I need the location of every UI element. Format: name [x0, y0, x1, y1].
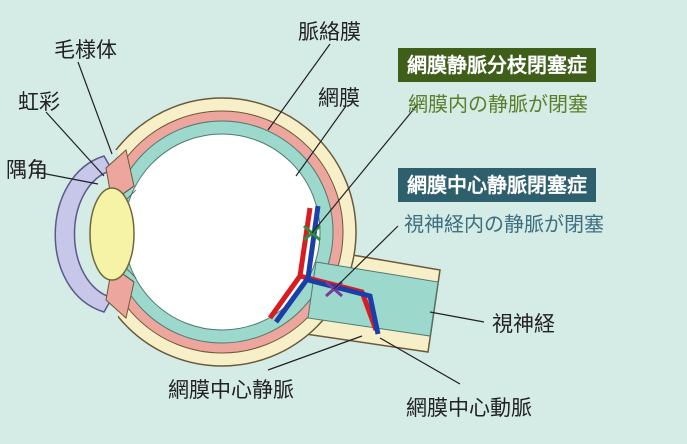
condition-desc-central: 視神経内の静脈が閉塞 [404, 212, 604, 236]
condition-desc-branch: 網膜内の静脈が閉塞 [408, 92, 588, 116]
label-choroid: 脈絡膜 [298, 20, 361, 44]
cornea [54, 155, 114, 313]
label-optic-nerve: 視神経 [492, 312, 555, 336]
label-retina: 網膜 [318, 86, 360, 110]
label-iris: 虹彩 [18, 90, 60, 114]
lens [89, 187, 135, 281]
condition-box-branch: 網膜静脈分枝閉塞症 [398, 48, 596, 82]
condition-box-central: 網膜中心静脈閉塞症 [398, 168, 596, 202]
leader-lines [35, 43, 485, 385]
label-ciliary-body: 毛様体 [54, 38, 117, 62]
label-central-retinal-artery: 網膜中心動脈 [406, 396, 532, 420]
label-angle: 隅角 [6, 158, 48, 182]
label-central-retinal-vein: 網膜中心静脈 [168, 378, 294, 402]
